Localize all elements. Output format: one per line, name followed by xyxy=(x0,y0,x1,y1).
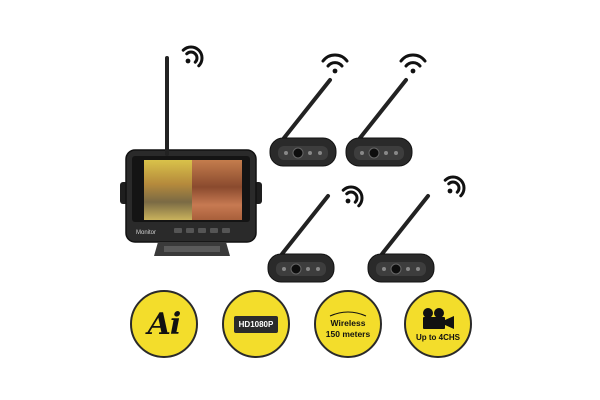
wireless-monitor: Monitor xyxy=(118,56,266,260)
wifi-icon xyxy=(341,185,364,208)
wifi-icon xyxy=(443,175,466,198)
hd-badge: HD1080P xyxy=(222,290,290,358)
wifi-icon xyxy=(321,53,349,74)
channels-label: Up to 4CHS xyxy=(416,332,460,342)
wireless-camera xyxy=(260,184,340,284)
wireless-camera xyxy=(338,68,418,168)
wireless-range-label: 150 meters xyxy=(325,328,371,339)
video-camera-icon xyxy=(423,307,454,329)
wireless-camera xyxy=(360,184,440,284)
range-arc-icon xyxy=(329,311,367,316)
wifi-icon xyxy=(181,45,204,68)
screen-view-left xyxy=(144,160,192,220)
channels-badge: Up to 4CHS xyxy=(404,290,472,358)
screen-view-right xyxy=(192,160,242,220)
monitor-antenna xyxy=(165,56,169,156)
ai-badge: Ai xyxy=(130,290,198,358)
wireless-label: Wireless xyxy=(330,317,366,328)
hd-label: HD1080P xyxy=(233,315,279,333)
ai-label: Ai xyxy=(147,306,182,342)
wireless-camera xyxy=(262,68,342,168)
monitor-brand-label: Monitor xyxy=(136,230,157,236)
wifi-icon xyxy=(399,53,427,74)
wireless-range-badge: Wireless 150 meters xyxy=(314,290,382,358)
